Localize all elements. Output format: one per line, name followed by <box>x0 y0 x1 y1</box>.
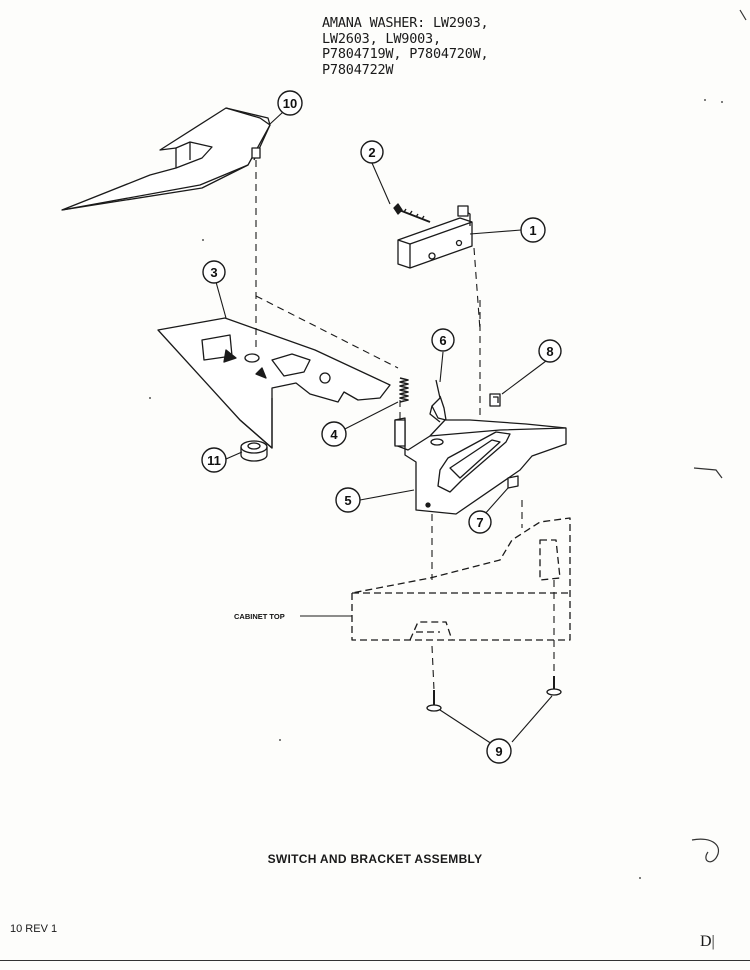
model-header: AMANA WASHER: LW2903, LW2603, LW9003, P7… <box>322 15 622 78</box>
callout-label: 1 <box>529 223 536 238</box>
callout-1 <box>520 217 546 243</box>
part-7-clip <box>507 475 519 489</box>
callout-6 <box>431 328 455 352</box>
callout-label: 6 <box>439 333 446 348</box>
callout-5 <box>335 487 361 513</box>
callout-2 <box>360 140 384 164</box>
callout-label: 3 <box>210 265 217 280</box>
callout-11 <box>201 447 227 473</box>
part-5-mounting-bracket <box>394 417 567 515</box>
callout-label: 5 <box>344 493 351 508</box>
callout-label: 8 <box>546 344 553 359</box>
assembly-guide-lines <box>255 160 555 691</box>
callout-label: 10 <box>283 96 297 111</box>
callout-4 <box>321 421 347 447</box>
callout-label: 9 <box>495 744 502 759</box>
header-line: P7804719W, P7804720W, <box>322 46 489 62</box>
header-line: AMANA WASHER: LW2903, <box>322 15 489 31</box>
part-3-bracket-plate <box>157 317 391 449</box>
part-2-screw <box>393 203 431 223</box>
part-6-lever <box>429 379 447 423</box>
revision-note: 10 REV 1 <box>10 923 58 935</box>
callout-10 <box>277 90 303 116</box>
part-4-spring <box>399 377 409 403</box>
page-mark: D| <box>700 933 715 950</box>
cabinet-top-outline <box>351 517 571 641</box>
diagram-caption: SWITCH AND BRACKET ASSEMBLY <box>267 852 483 866</box>
callout-9 <box>486 738 512 764</box>
margin-scribble <box>691 9 747 863</box>
callout-label: 2 <box>368 145 375 160</box>
part-1-switch <box>397 205 473 269</box>
cabinet-top-label: CABINET TOP <box>234 612 285 621</box>
scan-marks <box>149 99 723 879</box>
bottom-rule <box>0 960 750 961</box>
part-9-screws <box>426 676 562 712</box>
callout-8 <box>538 339 562 363</box>
header-line: LW2603, LW9003, <box>322 30 441 47</box>
part-8-clip <box>489 393 501 407</box>
callout-3 <box>202 260 226 284</box>
callout-label: 7 <box>476 515 483 530</box>
callout-7 <box>468 510 492 534</box>
part-10-cover <box>61 107 271 211</box>
header-line: P7804722W <box>322 61 394 78</box>
leader-lines <box>215 111 553 745</box>
part-11-grommet <box>240 440 268 462</box>
callout-label: 4 <box>330 427 338 442</box>
callout-label: 11 <box>207 453 221 468</box>
